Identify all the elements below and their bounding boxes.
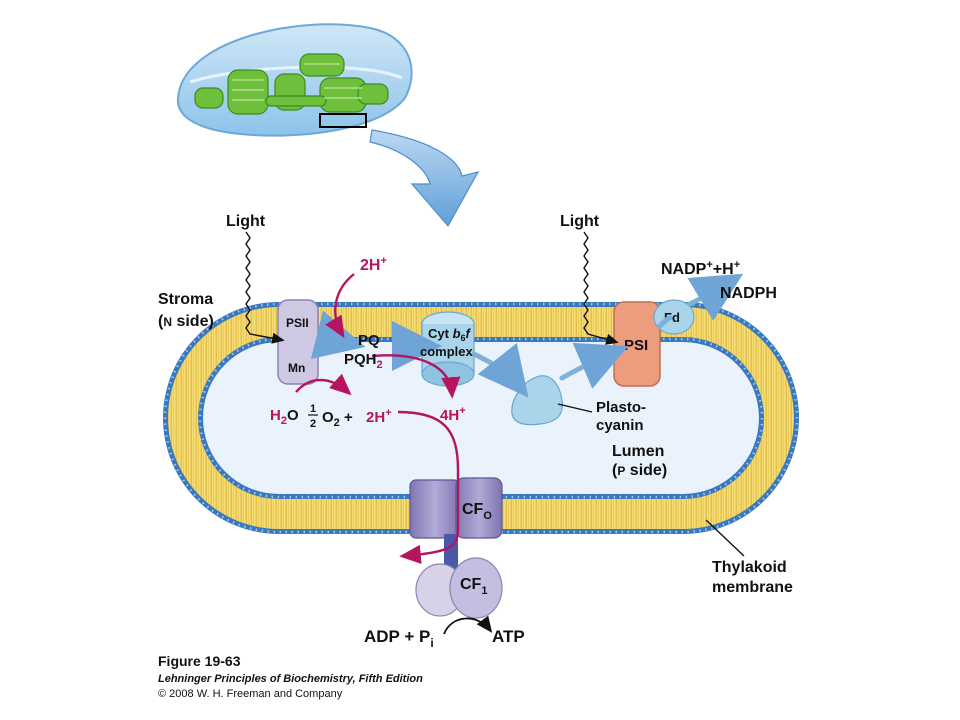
stroma-label: Stroma [158,291,213,308]
atp-label: ATP [492,627,525,646]
proton-2h-stroma: 2H+ [360,255,387,274]
cf1-label: CF1 [460,576,487,597]
thylakoid-label-2: membrane [712,579,793,596]
adp-pi-label: ADP + Pi [364,627,434,650]
psi-label: PSI [624,337,648,354]
svg-text:1: 1 [310,403,316,415]
light-arrow-right [583,231,619,345]
copyright: © 2008 W. H. Freeman and Company [158,688,343,700]
thylakoid-label-1: Thylakoid [712,559,787,576]
book-title: Lehninger Principles of Biochemistry, Fi… [158,673,423,685]
cyt-complex-label: complex [420,344,474,359]
mn-label: Mn [288,361,305,375]
figure-number: Figure 19-63 [158,653,241,669]
cfo-label: CFO [462,501,492,522]
proton-2h-lumen: 2H+ [366,407,392,426]
psii-label: PSII [286,316,309,330]
pqh2-label: PQH2 [344,351,383,371]
nadph-label: NADPH [720,285,777,302]
proton-arrows [295,273,461,565]
svg-text:2: 2 [310,418,316,430]
electron-flow-arrows [310,273,744,398]
plastocyanin-label-1: Plasto- [596,399,646,416]
lumen-label: Lumen [612,443,664,460]
thylakoid-pointer [705,519,745,557]
stroma-side-label: (N side) [158,313,214,330]
half-fraction: 1 2 [308,403,318,430]
light-arrow-left [245,231,285,344]
cyt-label: Cyt b6f [428,326,472,343]
chloroplast-illustration [176,23,413,137]
nadp-label: NADP++H+ [661,259,740,278]
zoom-arrow [369,129,480,228]
atp-formation-arrow [443,615,493,635]
psii-complex: PSII Mn [277,299,319,385]
light-label-right: Light [560,213,600,230]
light-label-left: Light [226,213,266,230]
o2-label: O2 + [322,409,353,429]
proton-4h-lumen: 4H+ [440,405,466,424]
plastocyanin-label-2: cyanin [596,417,644,434]
pq-label: PQ [358,332,380,349]
plastocyanin-pointer [557,403,593,413]
atp-synthase: CFO CF1 [409,477,503,619]
lumen-side-label: (P side) [612,462,667,479]
psi-complex: PSI [613,301,661,387]
zoom-box [319,113,367,128]
h2o-label: H2O [270,407,299,427]
